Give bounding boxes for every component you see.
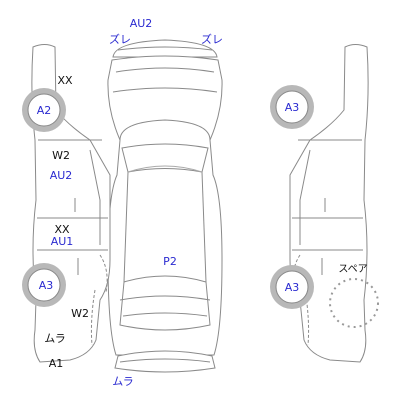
wheel-left-front — [22, 263, 66, 307]
left-bumper-annotation-a: ムラ — [44, 332, 66, 345]
right-rear-wheel-annotation: A3 — [284, 101, 300, 114]
rear-right-annotation: ズレ — [201, 33, 223, 46]
wheel-right-front — [270, 265, 314, 309]
left-front-wheel-annotation: A3 — [38, 279, 54, 292]
left-rear-door-annotation-b: AU2 — [49, 169, 73, 182]
left-fender-annotation: W2 — [71, 307, 89, 320]
roof-annotation: P2 — [163, 255, 177, 268]
left-rear-wheel-annotation: A2 — [36, 104, 52, 117]
wheel-right-rear — [270, 85, 314, 129]
left-front-door-annotation-a: XX — [54, 223, 70, 236]
spare-tire — [329, 278, 379, 328]
left-front-door-annotation-b: AU1 — [50, 235, 74, 248]
front-bottom-annotation: ムラ — [112, 375, 134, 388]
rear-top-annotation: AU2 — [129, 17, 153, 30]
left-rear-mirror-annotation: XX — [57, 74, 73, 87]
top-view-outline — [107, 119, 223, 356]
left-bumper-annotation-b: A1 — [48, 357, 64, 370]
rear-view-outline — [107, 39, 223, 141]
wheel-left-rear — [22, 88, 66, 132]
left-rear-door-annotation-a: W2 — [52, 149, 70, 162]
right-front-wheel-annotation: A3 — [284, 281, 300, 294]
rear-left-annotation: ズレ — [109, 33, 131, 46]
front-view-outline — [114, 350, 216, 373]
spare-label: スペア — [338, 264, 368, 275]
